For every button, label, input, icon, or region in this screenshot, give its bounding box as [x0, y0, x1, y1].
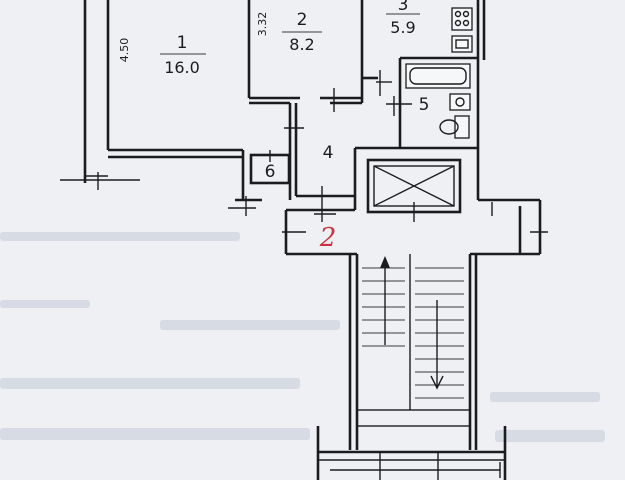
- kitchen-sink: [451, 35, 473, 53]
- dimension-room-1: 4.50: [118, 38, 131, 63]
- dimension-room-2: 3.32: [256, 12, 269, 37]
- up-arrow-icon: [380, 256, 390, 268]
- room-1: 1 16.0: [164, 33, 200, 77]
- room-3: 3 5.9: [390, 0, 415, 37]
- toilet: [439, 115, 470, 139]
- room-3-number: 3: [398, 0, 409, 15]
- bathtub: [405, 63, 471, 89]
- room-1-area: 16.0: [164, 58, 200, 77]
- dimension-ticks: [160, 13, 420, 55]
- room-2: 2 8.2: [289, 10, 314, 54]
- room-2-number: 2: [297, 10, 308, 30]
- room-5-number: 5: [419, 95, 430, 115]
- room-4-number: 4: [323, 143, 334, 163]
- room-1-number: 1: [177, 33, 188, 53]
- staircase: [356, 254, 471, 427]
- bleed-through-text: [0, 232, 605, 442]
- room-6-number: 6: [265, 162, 276, 182]
- down-arrow-icon: [430, 375, 444, 390]
- stove: [451, 7, 473, 31]
- room-2-area: 8.2: [289, 35, 314, 54]
- bathroom-sink: [449, 93, 471, 111]
- room-3-area: 5.9: [390, 18, 415, 37]
- handwritten-mark: 2: [319, 223, 337, 253]
- door-ticks: [60, 70, 548, 478]
